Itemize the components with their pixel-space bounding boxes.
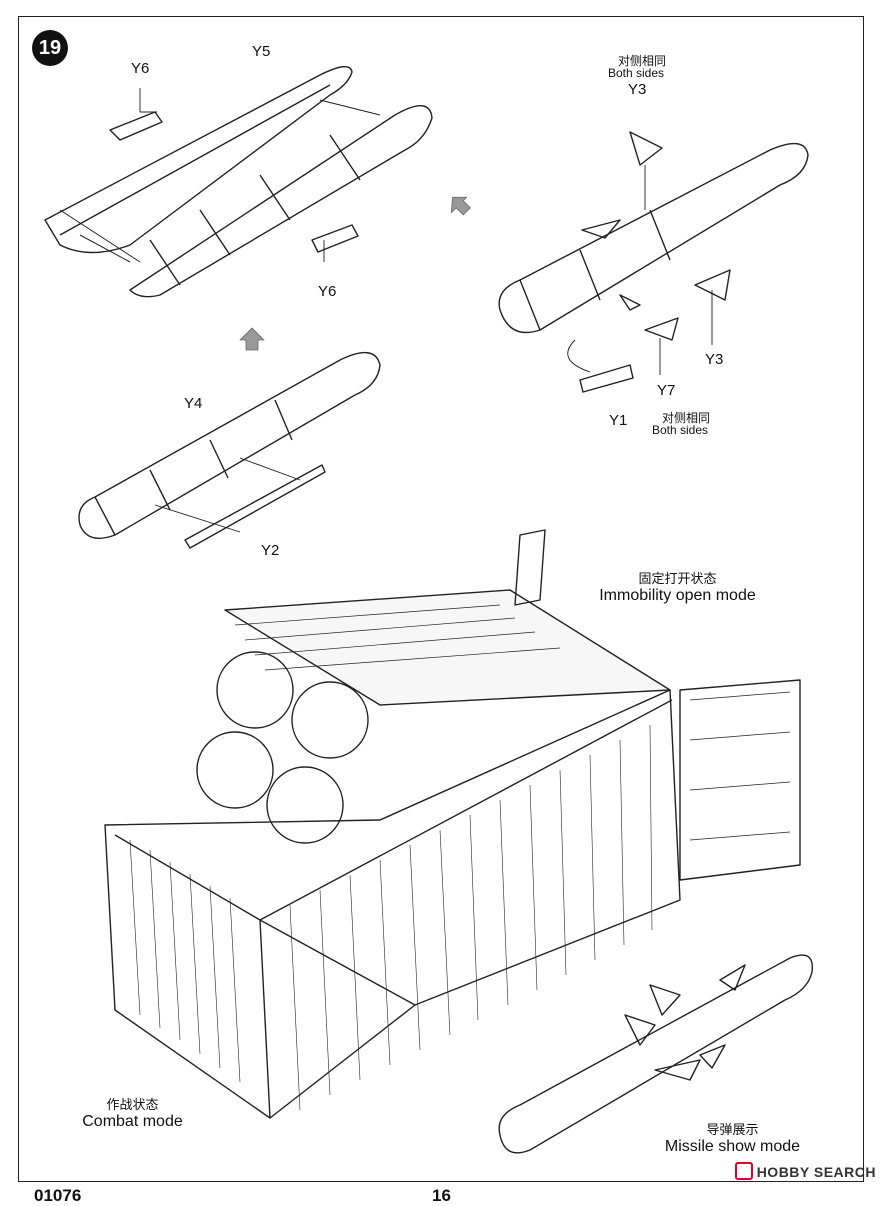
mode-label-combat: 作战状态 Combat mode [75, 1094, 190, 1131]
missile-y3-y7-assembly [498, 131, 809, 393]
catalog-number: 01076 [34, 1186, 82, 1205]
mode-label-immobility: 固定打开状态 Immobility open mode [595, 568, 760, 605]
part-label-y6-bottom: Y6 [318, 283, 337, 300]
mode-label-missile-show: 导弹展示 Missile show mode [660, 1119, 805, 1156]
part-label-y3-top: Y3 [628, 81, 647, 98]
part-label-y3-right: Y3 [705, 351, 724, 368]
direction-arrows [239, 196, 471, 351]
mode-combat-zh: 作战状态 [106, 1097, 159, 1112]
part-label-y5: Y5 [252, 43, 271, 60]
watermark-logo-icon [734, 1162, 753, 1180]
mode-immobility-en: Immobility open mode [599, 587, 756, 604]
part-label-y4: Y4 [184, 395, 203, 412]
step-number-badge: 19 [32, 30, 68, 66]
part-y7-shape [644, 317, 679, 341]
container-launcher [104, 529, 801, 1119]
mode-combat-en: Combat mode [82, 1113, 183, 1130]
missile-show-model [498, 954, 814, 1154]
part-y6-bottom-shape [311, 224, 359, 253]
page-number: 16 [432, 1186, 451, 1205]
note-both-sides-top-en: Both sides [608, 66, 665, 80]
mode-immobility-zh: 固定打开状态 [638, 571, 717, 586]
watermark: HOBBY SEARCH [734, 1162, 876, 1180]
part-y3-top-shape [629, 131, 663, 166]
note-both-sides-top-zh: 对侧相同 [618, 54, 667, 68]
note-both-sides-bottom-zh: 对侧相同 [662, 411, 711, 425]
part-label-y7: Y7 [657, 382, 676, 399]
part-label-y6-top: Y6 [131, 60, 150, 77]
part-y3-right-shape [694, 269, 731, 301]
mode-missile-show-en: Missile show mode [664, 1138, 801, 1155]
part-y6-top-shape [109, 111, 163, 141]
missile-y4-assembly [78, 352, 381, 549]
missile-y5-rail-assembly [44, 66, 433, 298]
page-frame [18, 16, 864, 1182]
part-label-y1: Y1 [609, 412, 628, 429]
part-y2-shape [184, 464, 326, 549]
note-both-sides-bottom-en: Both sides [652, 423, 709, 437]
mode-missile-show-zh: 导弹展示 [706, 1122, 759, 1137]
part-label-y2: Y2 [261, 542, 280, 559]
part-y1-shape [579, 364, 634, 393]
watermark-text: HOBBY SEARCH [756, 1164, 876, 1180]
